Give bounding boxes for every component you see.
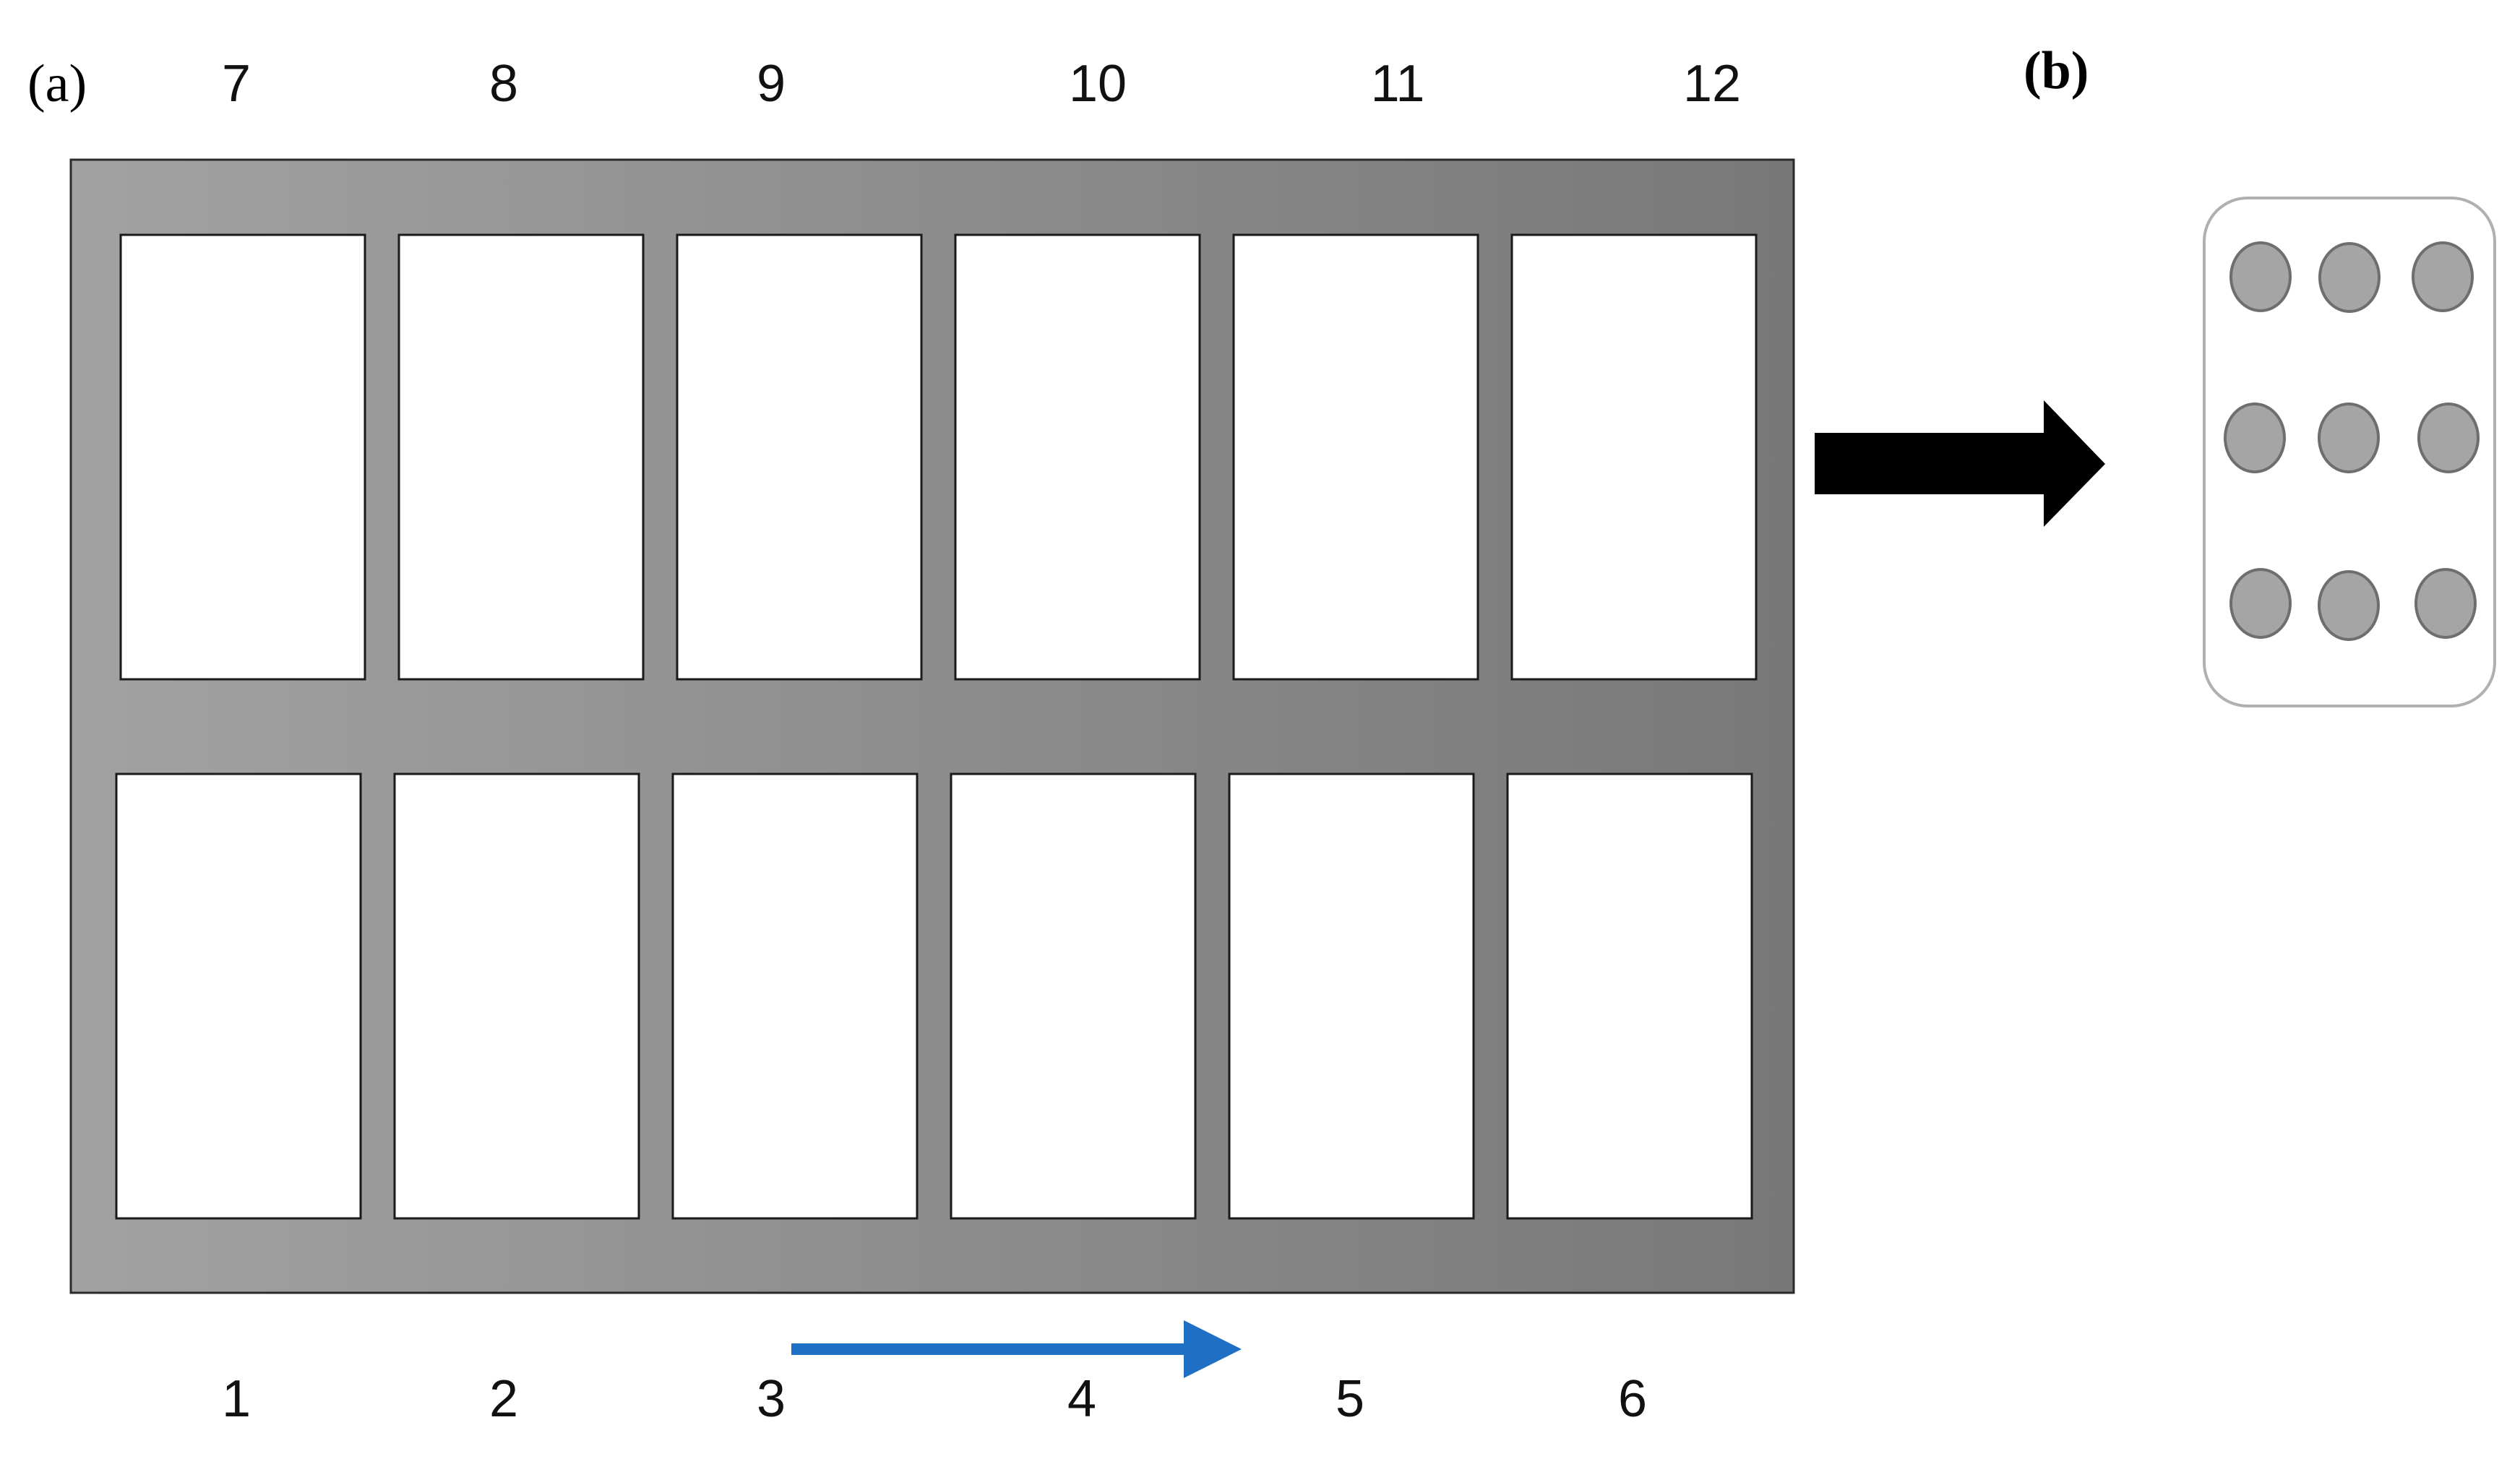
top-number-label: 7 — [222, 55, 251, 113]
top-number-label: 11 — [1371, 55, 1425, 113]
well — [1506, 772, 1753, 1220]
well — [115, 772, 362, 1220]
bottom-number-label: 1 — [222, 1370, 251, 1428]
bottom-number-label: 2 — [489, 1370, 518, 1428]
panel-b-label: (b) — [2024, 41, 2089, 100]
bottom-number-label: 4 — [1067, 1370, 1096, 1428]
well — [950, 772, 1197, 1220]
bottom-well-row — [115, 772, 1753, 1220]
bottom-number-label: 5 — [1336, 1370, 1364, 1428]
sample-dot — [2417, 403, 2480, 473]
panel-a-label: (a) — [27, 54, 87, 113]
well — [1228, 772, 1475, 1220]
top-number-label: 12 — [1683, 55, 1741, 113]
well — [393, 772, 640, 1220]
sample-dot — [2229, 568, 2292, 639]
sample-dot — [2224, 403, 2286, 473]
top-number-label: 10 — [1069, 55, 1127, 113]
bottom-number-label: 3 — [757, 1370, 786, 1428]
sample-dot — [2414, 568, 2477, 639]
top-well-row — [119, 233, 1758, 681]
sample-dot — [2318, 570, 2380, 641]
well — [954, 233, 1201, 681]
bottom-number-label: 6 — [1618, 1370, 1647, 1428]
sample-dot — [2412, 241, 2474, 312]
well — [1232, 233, 1479, 681]
top-number-label: 9 — [757, 55, 786, 113]
top-number-labels: 7 8 9 10 11 12 — [222, 55, 1741, 113]
sample-dot — [2229, 241, 2292, 312]
well — [119, 233, 366, 681]
well — [397, 233, 645, 681]
sample-dots — [2224, 241, 2480, 641]
bottom-number-labels: 1 2 3 4 5 6 — [222, 1370, 1647, 1428]
top-number-label: 8 — [489, 55, 518, 113]
well — [676, 233, 923, 681]
black-transition-arrow — [1815, 400, 2105, 527]
sample-dot — [2318, 403, 2380, 473]
sample-dot — [2318, 242, 2381, 313]
well — [1510, 233, 1758, 681]
blue-direction-arrow — [791, 1320, 1242, 1378]
well — [671, 772, 919, 1220]
